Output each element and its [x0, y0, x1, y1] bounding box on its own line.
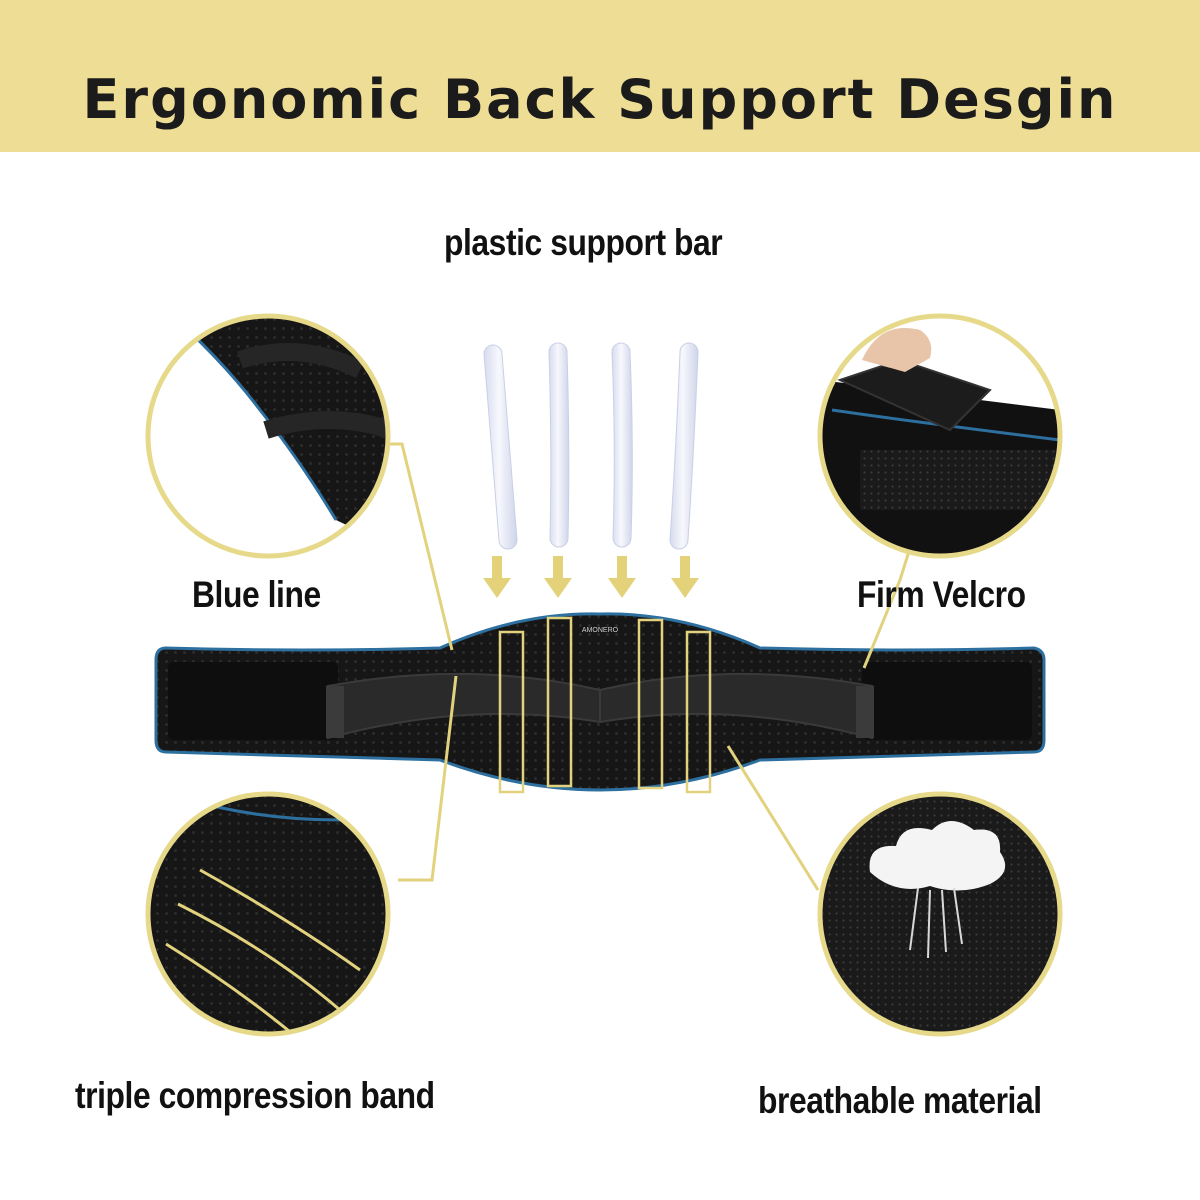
label-blue-line: Blue line [192, 574, 321, 615]
detail-breathable [817, 791, 1063, 1037]
detail-triple-compression [145, 791, 391, 1037]
bar-pocket-highlights [498, 616, 712, 794]
support-bar [483, 344, 518, 550]
down-arrows [483, 556, 699, 598]
bar-pocket [546, 616, 573, 788]
hand-icon [862, 328, 932, 372]
right-velcro-panel [862, 662, 1032, 740]
back-belt: AMONERO [154, 612, 1046, 794]
bar-pocket [685, 630, 712, 794]
label-triple-compression-band: triple compression band [75, 1075, 435, 1116]
support-bar [611, 342, 633, 548]
right-strap [599, 672, 873, 740]
callout-line [862, 547, 912, 669]
support-bar [669, 342, 699, 550]
down-arrow-icon [544, 556, 572, 598]
bar-pocket [498, 630, 525, 794]
support-bars [483, 342, 699, 550]
page-title: Ergonomic Back Support Desgin [82, 68, 1118, 131]
support-bar [548, 342, 570, 548]
title-banner: Ergonomic Back Support Desgin [0, 0, 1200, 152]
belt-brand: AMONERO [582, 627, 619, 634]
label-plastic-support-bar: plastic support bar [444, 222, 723, 263]
down-arrow-icon [671, 556, 699, 598]
label-firm-velcro: Firm Velcro [857, 574, 1026, 615]
bar-pocket [637, 618, 664, 790]
callout-line [380, 442, 454, 651]
label-breathable-material: breathable material [758, 1080, 1042, 1121]
detail-firm-velcro [817, 313, 1063, 559]
detail-blue-line [145, 313, 391, 559]
down-arrow-icon [483, 556, 511, 598]
left-velcro-panel [168, 662, 338, 740]
cloud-icon [869, 821, 1006, 891]
callout-line [726, 745, 820, 891]
down-arrow-icon [608, 556, 636, 598]
callout-line [398, 675, 458, 882]
